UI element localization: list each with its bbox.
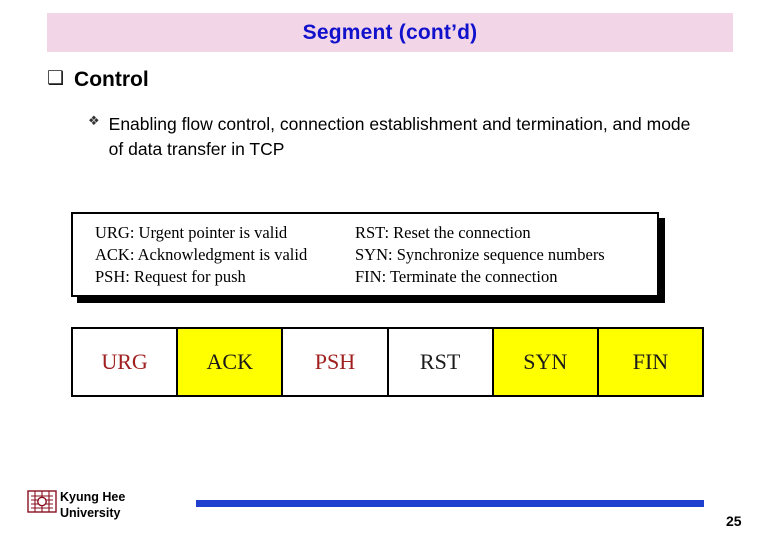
legend-item: PSH: Request for push [95,266,246,286]
flag-cell-ack: ACK [178,329,284,395]
flag-cell-psh: PSH [283,329,389,395]
flag-label: SYN [523,349,568,374]
bullet-diamond-icon: ❖ [88,114,100,129]
flag-label: RST [419,349,461,374]
footer-org-line2: University [60,506,121,520]
slide-title-bar: Segment (cont’d) [47,13,733,52]
footer-org-line1: Kyung Hee [60,490,126,504]
bullet-level2-text: Enabling flow control, connection establ… [108,114,691,159]
bullet-square-icon: ❑ [47,67,65,89]
legend-item: FIN: Terminate the connection [355,266,558,286]
flag-label: FIN [632,349,669,374]
bullet-level1-label: Control [74,68,149,91]
legend-item: URG: Urgent pointer is valid [95,222,288,242]
footer-divider [196,500,704,507]
legend-item: RST: Reset the connection [355,222,531,242]
flag-label: URG [101,349,148,374]
university-logo-icon [27,487,57,517]
flag-cell-syn: SYN [493,329,599,395]
bullet-level2: ❖ Enabling flow control, connection esta… [88,112,708,162]
tcp-flags-table: URG ACK PSH RST SYN FIN [71,327,704,397]
flag-label: ACK [206,349,253,374]
legend-right-column: RST: Reset the connection SYN: Synchroni… [355,222,605,288]
bullet-level1: ❑ Control [47,67,149,91]
flag-cell-urg: URG [73,329,179,395]
legend-item: ACK: Acknowledgment is valid [95,244,308,264]
legend-item: SYN: Synchronize sequence numbers [355,244,605,264]
footer-organization: Kyung Hee University [60,489,125,521]
page-number: 25 [726,513,742,529]
page-title: Segment (cont’d) [302,20,478,44]
flag-cell-fin: FIN [598,329,703,395]
flag-legend-box: URG: Urgent pointer is valid ACK: Acknow… [71,212,659,297]
flag-label: PSH [314,349,356,374]
flag-cell-rst: RST [388,329,494,395]
legend-left-column: URG: Urgent pointer is valid ACK: Acknow… [95,222,355,288]
